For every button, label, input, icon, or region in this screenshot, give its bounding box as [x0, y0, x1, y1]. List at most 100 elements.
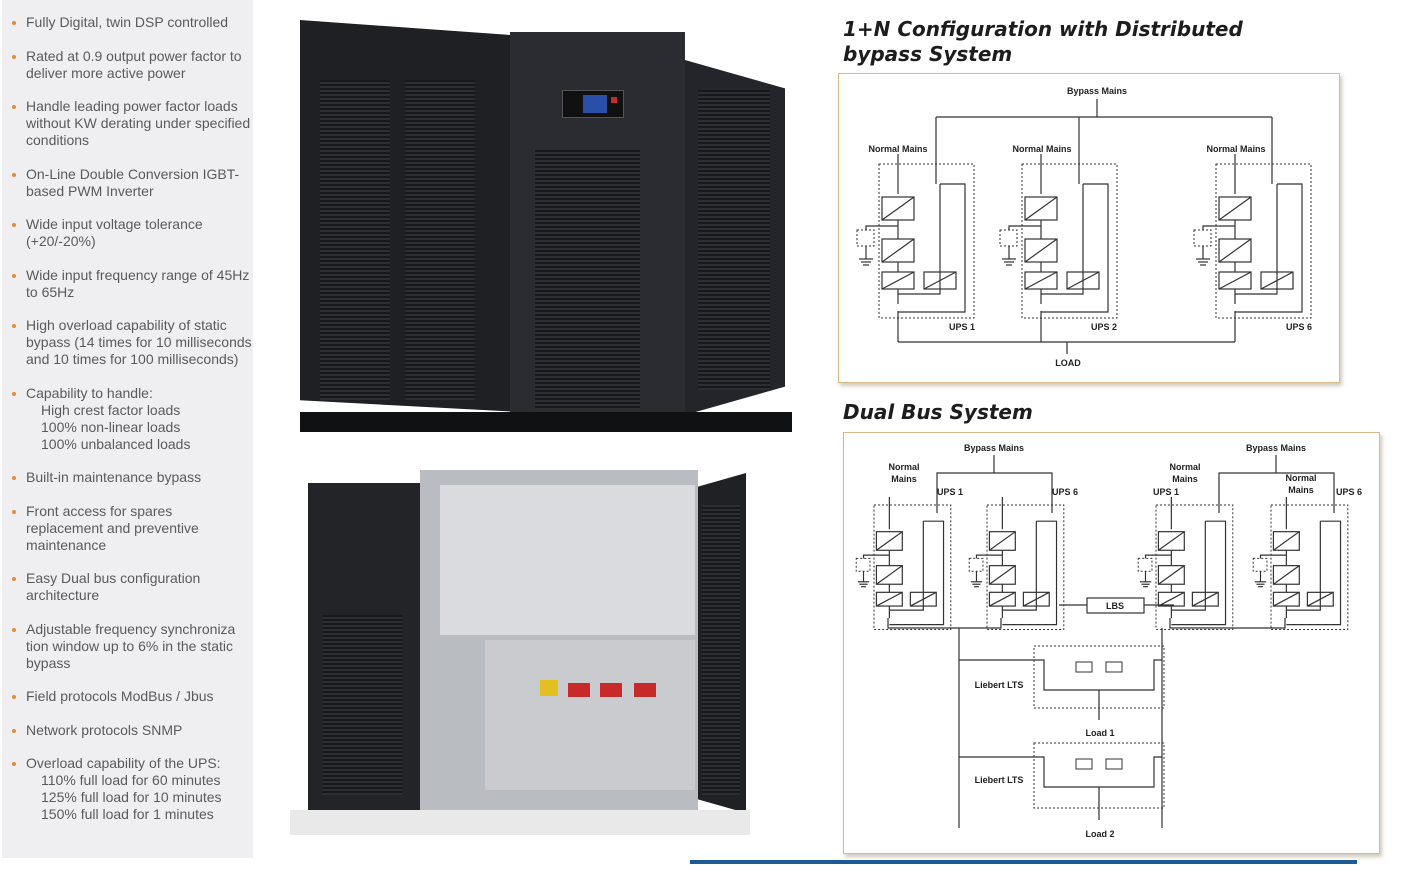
converter-diagonal [881, 271, 915, 290]
ups-boundary [878, 163, 975, 319]
feature-subitem: 100% unbalanced loads [41, 435, 191, 452]
lts-label: Liebert LTS [975, 680, 1024, 690]
ups-boundary [1021, 163, 1118, 319]
converter-diagonal [1273, 565, 1300, 585]
feature-item: Fully Digital, twin DSP controlled [10, 14, 253, 31]
bypass-mains-label: Bypass Mains [964, 443, 1024, 453]
ups-label: UPS 6 [1052, 487, 1078, 497]
load1-label: Load 1 [1085, 728, 1114, 738]
feature-subitem: High crest factor loads [41, 401, 181, 418]
converter-diagonal [1158, 565, 1185, 585]
converter-diagonal [881, 196, 915, 221]
bypass-line [994, 472, 1053, 513]
converter-diagonal [1024, 271, 1058, 290]
converter-diagonal [1218, 238, 1252, 263]
battery-line [1144, 554, 1172, 559]
battery-line [1259, 554, 1287, 559]
ups-label: UPS 6 [1336, 487, 1362, 497]
bypass-line [1002, 521, 1037, 611]
battery-breaker [1252, 557, 1268, 572]
control-panel-display [562, 90, 624, 118]
footer-rule [690, 860, 1357, 864]
maintenance-bypass-line [1171, 520, 1227, 626]
converter-diagonal [876, 565, 903, 585]
ups-label: UPS 2 [1091, 322, 1117, 332]
converter-diagonal [1273, 591, 1300, 607]
ups-boundary [1215, 163, 1312, 319]
battery-breaker [855, 557, 871, 572]
ups-boundary [986, 504, 1065, 631]
feature-subitem: 125% full load for 10 minutes [41, 789, 222, 805]
bypass-mains-label: Bypass Mains [1067, 86, 1127, 96]
ups-label: UPS 1 [949, 322, 975, 332]
converter-diagonal [989, 591, 1016, 607]
normal-label: Normal [1285, 473, 1316, 483]
converter-diagonal [876, 591, 903, 607]
feature-item: Easy Dual bus configuration architecture [10, 570, 253, 604]
converter-diagonal [1218, 271, 1252, 290]
load-label: LOAD [1055, 358, 1081, 368]
battery-breaker [1137, 557, 1153, 572]
feature-text: Easy Dual bus configuration architecture [26, 570, 201, 603]
battery-line [1008, 225, 1041, 230]
normal-label: Normal [888, 462, 919, 472]
feature-item: Rated at 0.9 output power factor to deli… [10, 48, 253, 82]
bypass-line [1286, 521, 1321, 611]
diagram2-title: Dual Bus System [843, 400, 1033, 424]
converter-diagonal [1218, 196, 1252, 221]
mains-label: Mains [891, 474, 917, 484]
maintenance-bypass-line [889, 520, 945, 626]
maintenance-bypass-line [898, 183, 966, 313]
normal-mains-label: Normal Mains [868, 144, 927, 154]
battery-line [975, 554, 1003, 559]
feature-item: Network protocols SNMP [10, 722, 253, 739]
mains-label: Mains [1288, 485, 1314, 495]
diagram1-title: 1+N Configuration with Distributed bypas… [843, 17, 1243, 66]
converter-diagonal [1024, 238, 1058, 263]
feature-text: Rated at 0.9 output power factor to deli… [26, 47, 242, 81]
bypass-mains-label: Bypass Mains [1246, 443, 1306, 453]
feature-text: Wide input frequency range of 45Hz to 65… [26, 266, 250, 300]
output-bus [1169, 618, 1286, 629]
feature-item: On-Line Double Conversion IGBT-based PWM… [10, 166, 253, 200]
feature-text: Capability to handle: [26, 384, 153, 401]
ups-boundary [1155, 504, 1234, 631]
feature-subitem: 110% full load for 60 minutes [41, 772, 221, 788]
bypass-line [1276, 472, 1335, 513]
mains-label: Mains [1172, 474, 1198, 484]
bypass-line [889, 521, 924, 611]
bypass-line [898, 184, 941, 295]
battery-line [865, 225, 898, 230]
normal-label: Normal [1169, 462, 1200, 472]
feature-subitem: 100% non-linear loads [41, 418, 181, 435]
distributed-bypass-diagram: Bypass Mains Normal Mains Normal Mains N… [838, 73, 1340, 383]
battery-line [1202, 225, 1235, 230]
ups-cabinet-open-image [290, 465, 750, 835]
feature-text: Adjustable frequency synchroniza tion wi… [26, 620, 236, 671]
feature-item: Front access for spares replacement and … [10, 503, 253, 554]
lts-label: Liebert LTS [975, 775, 1024, 785]
feature-subitem: 150% full load for 1 minutes [41, 806, 214, 822]
ups-label: UPS 1 [937, 487, 963, 497]
maintenance-bypass-line [1286, 520, 1342, 626]
scr-icon [1075, 758, 1093, 770]
scr-icon [1105, 661, 1123, 673]
feature-item: Built-in maintenance bypass [10, 469, 253, 486]
converter-diagonal [1273, 531, 1300, 551]
converter-diagonal [989, 531, 1016, 551]
feature-item: Handle leading power factor loads withou… [10, 98, 253, 149]
feature-item: Overload capability of the UPS:110% full… [10, 755, 253, 823]
converter-diagonal [881, 238, 915, 263]
battery-breaker [1193, 229, 1212, 247]
feature-item: Capability to handle:High crest factor l… [10, 385, 253, 453]
bypass-line [1235, 184, 1278, 295]
converter-diagonal [1158, 591, 1185, 607]
dual-bus-diagram: Bypass Mains Bypass Mains Normal Mains N… [843, 432, 1380, 854]
battery-breaker [968, 557, 984, 572]
converter-diagonal [1158, 531, 1185, 551]
ups-boundary [873, 504, 952, 631]
scr-icon [1105, 758, 1123, 770]
maintenance-bypass-line [1002, 520, 1058, 626]
